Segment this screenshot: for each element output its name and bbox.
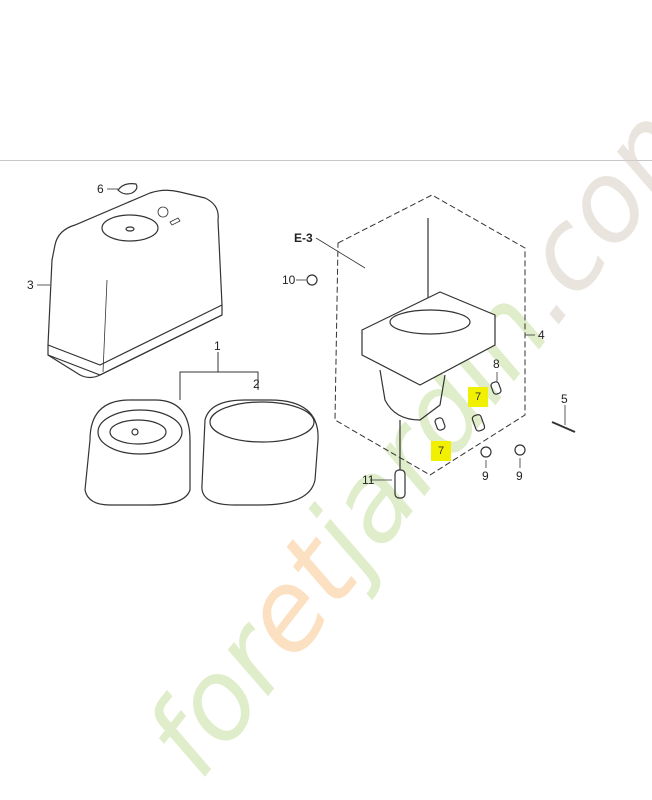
- wing-nut-drawing: [117, 183, 138, 195]
- nut-9b-drawing: [514, 444, 526, 456]
- callout-6: 6: [97, 182, 104, 196]
- air-cleaner-case-drawing: [361, 218, 496, 499]
- callout-3: 3: [27, 278, 34, 292]
- collar-7b-drawing: [471, 414, 486, 432]
- callout-9: 9: [482, 469, 489, 483]
- callout-10: 10: [282, 273, 296, 287]
- callout-2: 2: [253, 377, 260, 391]
- bolt-drawing: [551, 421, 576, 433]
- callout-8: 8: [493, 357, 500, 371]
- nut-10-drawing: [306, 274, 318, 286]
- paper-filter-drawing: [84, 399, 191, 506]
- collar-8-drawing: [490, 381, 502, 395]
- callout-4: 4: [538, 328, 545, 342]
- reference-e3: E-3: [294, 231, 313, 245]
- callout-5: 5: [561, 392, 568, 406]
- foam-filter-drawing: [201, 399, 319, 506]
- nut-9a-drawing: [480, 446, 492, 458]
- collar-7a-drawing: [434, 417, 446, 431]
- callout-7-highlighted: 7: [468, 387, 488, 407]
- callout-7-highlighted: 7: [431, 441, 451, 461]
- callout-11: 11: [362, 473, 375, 487]
- callout-9: 9: [516, 469, 523, 483]
- header-divider: [0, 160, 652, 161]
- air-cleaner-cover-drawing: [47, 189, 223, 379]
- callout-1: 1: [214, 339, 221, 353]
